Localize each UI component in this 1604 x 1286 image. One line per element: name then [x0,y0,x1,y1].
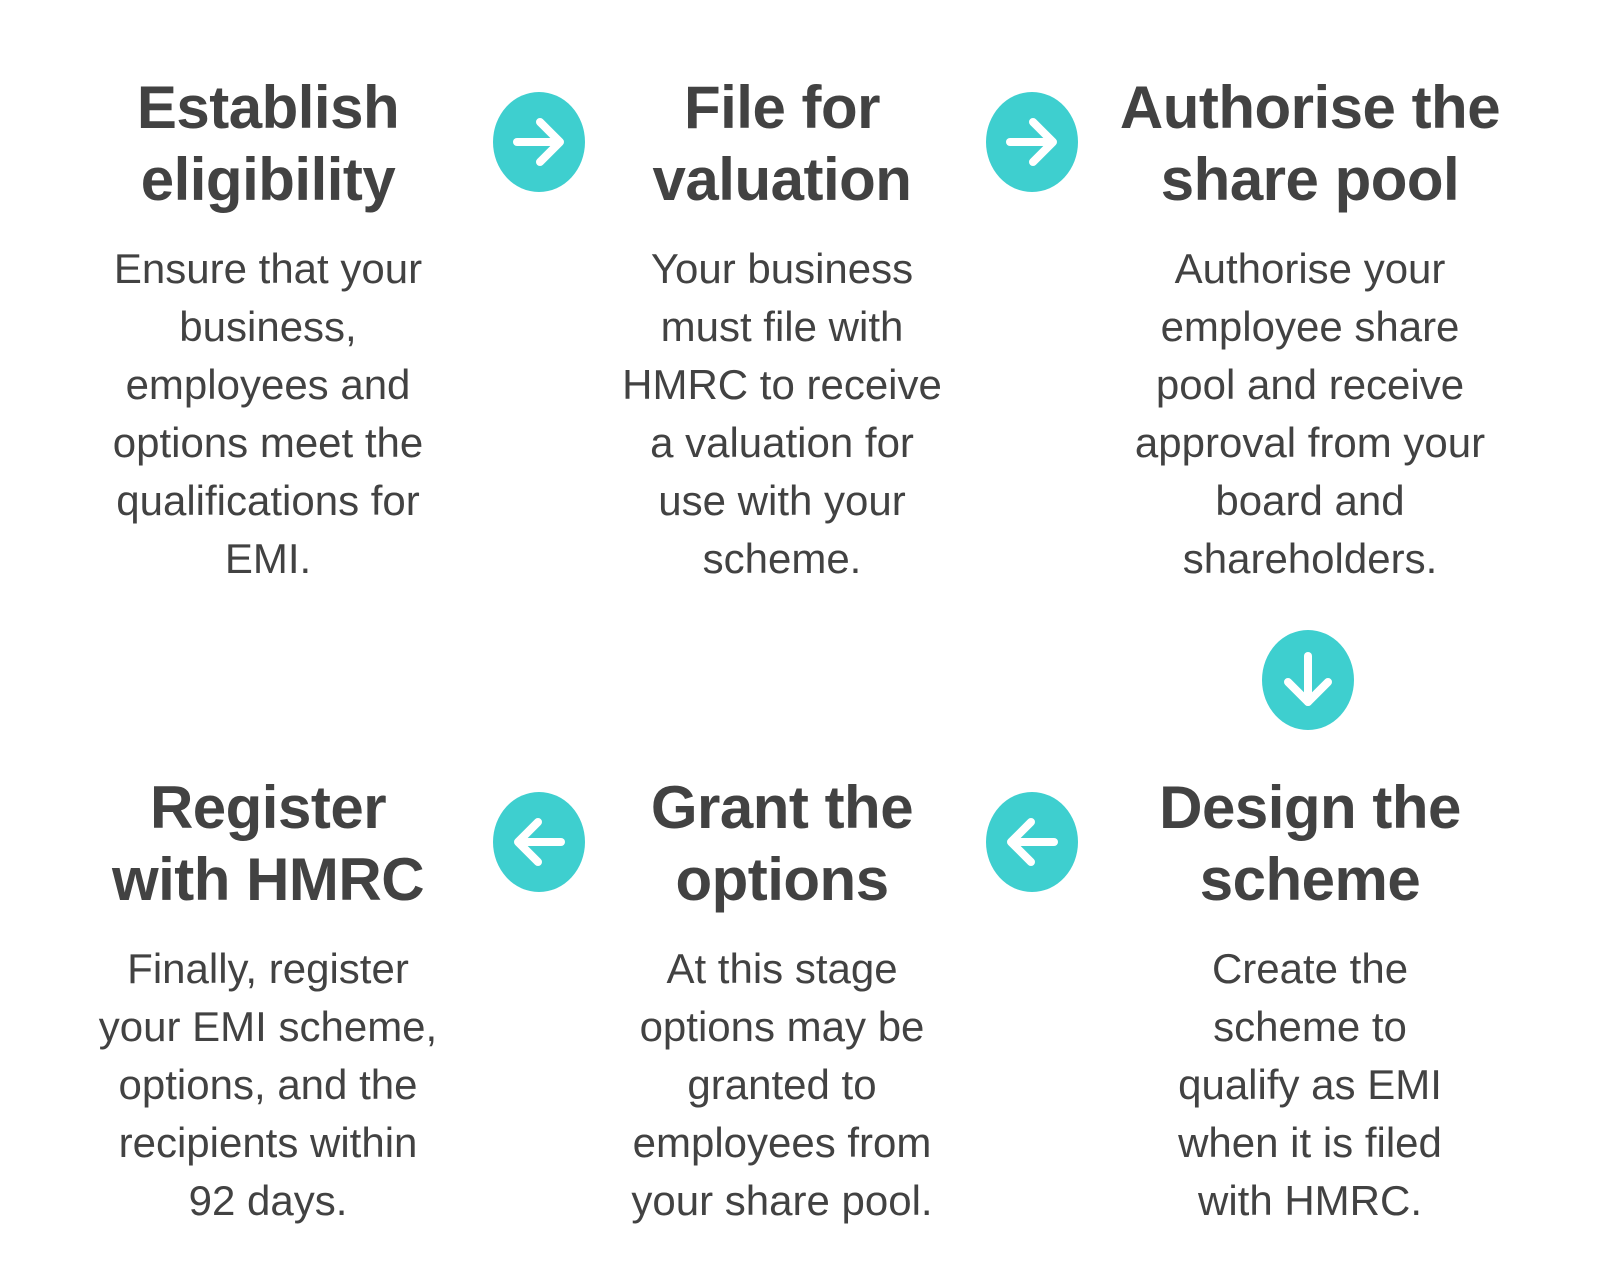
step-description-line: Ensure that your [113,245,423,292]
step-description-line: recipients within [118,1119,418,1166]
step-description-line: scheme to [1213,1003,1407,1050]
arrow-right-icon [986,92,1078,192]
step-grant-options: Grant the options At this stage options … [572,772,992,1230]
step-description-line: 92 days. [188,1177,348,1224]
step-description-line: approval from your [1134,419,1486,466]
step-title: Register with HMRC [58,772,478,916]
step-file-for-valuation: File for valuation Your business must fi… [572,72,992,588]
step-title: Design the scheme [1100,772,1520,916]
step-description-line: Authorise your [1174,245,1446,292]
step-description: Authorise your employee share pool and r… [1100,240,1520,588]
step-description-line: options meet the [112,419,424,466]
step-description-line: use with your [658,477,906,524]
step-description: Create the scheme to qualify as EMI when… [1100,940,1520,1230]
step-title-line: with HMRC [111,846,425,913]
step-description-line: qualifications for [116,477,420,524]
step-description: Ensure that your business, employees and… [58,240,478,588]
step-description-line: employees from [632,1119,932,1166]
step-title: Grant the options [572,772,992,916]
step-description: At this stage options may be granted to … [572,940,992,1230]
step-description-line: when it is filed [1178,1119,1442,1166]
step-description-line: pool and receive [1155,361,1465,408]
step-description-line: Finally, register [127,945,409,992]
step-description-line: options, and the [118,1061,418,1108]
step-description-line: options may be [639,1003,925,1050]
step-description: Finally, register your EMI scheme, optio… [58,940,478,1230]
step-description-line: your share pool. [631,1177,933,1224]
step-description-line: board and [1215,477,1405,524]
step-description-line: granted to [687,1061,877,1108]
step-description-line: Your business [650,245,914,292]
arrow-left-icon [493,792,585,892]
step-description-line: scheme. [702,535,862,582]
step-register-with-hmrc: Register with HMRC Finally, register you… [58,772,478,1230]
step-title-line: eligibility [140,146,396,213]
step-title-line: File for [683,74,881,141]
arrow-down-icon [1262,630,1354,730]
step-description-line: At this stage [666,945,898,992]
step-description-line: with HMRC. [1197,1177,1422,1224]
step-title-line: Establish [136,74,400,141]
step-title-line: Design the [1159,774,1461,841]
step-title-line: Register [149,774,387,841]
arrow-left-icon [986,792,1078,892]
step-title-line: share pool [1160,146,1460,213]
step-title-line: Authorise the [1119,74,1501,141]
step-title-line: options [675,846,889,913]
step-title-line: valuation [652,146,912,213]
step-description-line: EMI. [224,535,312,582]
step-description-line: must file with [660,303,904,350]
step-title: Establish eligibility [58,72,478,216]
step-title: File for valuation [572,72,992,216]
step-description: Your business must file with HMRC to rec… [572,240,992,588]
step-authorise-share-pool: Authorise the share pool Authorise your … [1100,72,1520,588]
step-title-line: scheme [1199,846,1421,913]
step-description-line: employee share [1160,303,1460,350]
step-description-line: Create the [1211,945,1409,992]
step-establish-eligibility: Establish eligibility Ensure that your b… [58,72,478,588]
step-design-scheme: Design the scheme Create the scheme to q… [1100,772,1520,1230]
step-title: Authorise the share pool [1100,72,1520,216]
step-description-line: qualify as EMI [1178,1061,1442,1108]
step-description-line: your EMI scheme, [98,1003,438,1050]
step-description-line: shareholders. [1182,535,1438,582]
step-description-line: business, [179,303,357,350]
arrow-right-icon [493,92,585,192]
step-description-line: employees and [125,361,411,408]
step-title-line: Grant the [650,774,914,841]
step-description-line: HMRC to receive [622,361,942,408]
step-description-line: a valuation for [650,419,914,466]
